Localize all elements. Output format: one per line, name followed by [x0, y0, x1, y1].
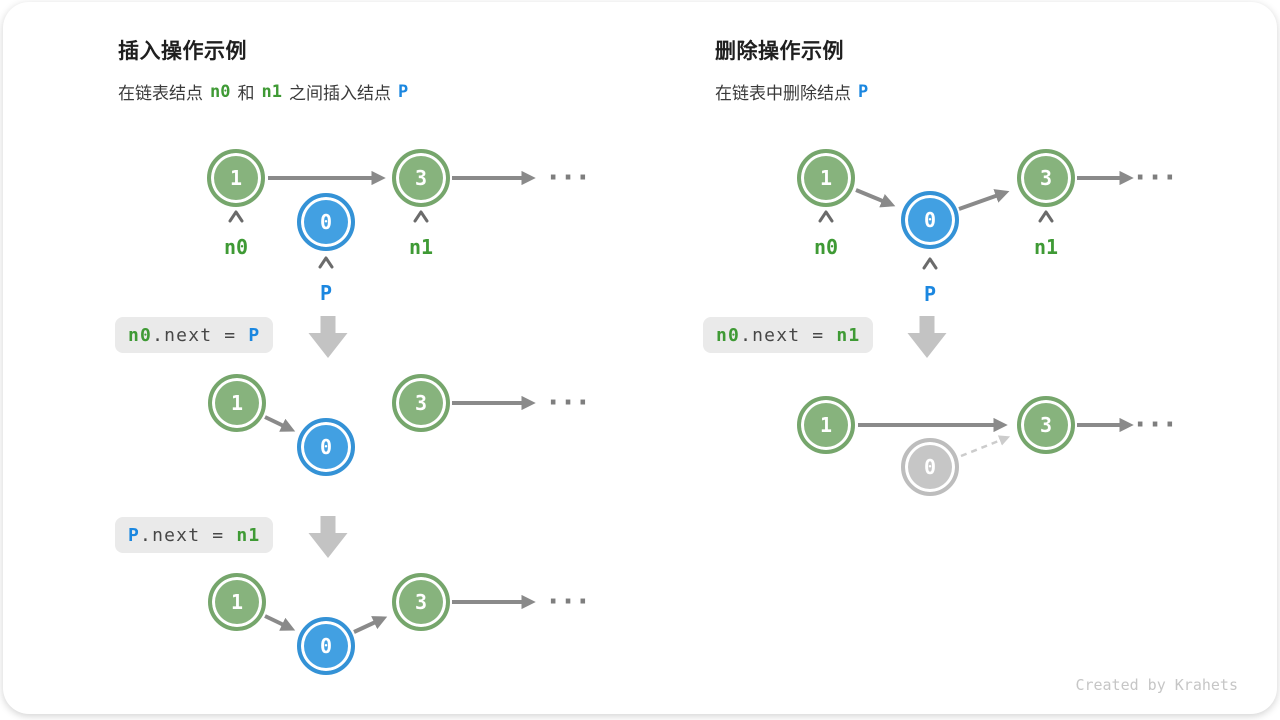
code-id: P: [248, 324, 261, 346]
list-node-1: 1: [208, 573, 266, 631]
list-node-3: 3: [1017, 396, 1075, 454]
node-value: 1: [230, 391, 244, 415]
subtitle-text: 在链表结点: [118, 84, 203, 103]
subtitle-text: 在链表中删除结点: [715, 84, 851, 103]
list-node-3: 3: [392, 573, 450, 631]
ellipsis: ...: [544, 153, 592, 187]
p-identifier: P: [397, 81, 409, 102]
n1-identifier: n1: [261, 81, 282, 102]
list-node-3: 3: [392, 149, 450, 207]
pointer-label-n0: n0: [223, 235, 249, 259]
list-node-p: 0: [297, 617, 355, 675]
node-value: 0: [923, 208, 937, 232]
code-id: n0: [716, 324, 741, 346]
delete-subtitle: 在链表中删除结点 P: [715, 79, 875, 104]
code-statement-n0-next-p: n0.next = P: [115, 317, 274, 353]
node-value: 3: [1039, 166, 1053, 190]
list-node-3: 3: [1017, 149, 1075, 207]
node-value: 1: [819, 413, 833, 437]
code-id: n1: [236, 524, 261, 546]
node-value: 0: [319, 634, 333, 658]
code-text: .next =: [152, 324, 249, 346]
node-value: 3: [414, 391, 428, 415]
pointer-label-n0: n0: [813, 235, 839, 259]
p-identifier: P: [858, 81, 869, 102]
insert-subtitle: 在链表结点 n0 和 n1 之间插入结点 P: [118, 79, 415, 104]
list-node-1: 1: [207, 149, 265, 207]
delete-section-header: 删除操作示例 在链表中删除结点 P: [715, 35, 875, 104]
code-statement-p-next-n1: P.next = n1: [115, 517, 274, 553]
ellipsis: ...: [1131, 400, 1179, 434]
node-value: 3: [414, 166, 428, 190]
diagram-card: [3, 2, 1277, 714]
pointer-label-n1: n1: [1033, 235, 1059, 259]
credit-text: Created by Krahets: [1075, 676, 1238, 694]
list-node-1: 1: [208, 374, 266, 432]
ellipsis: ...: [1131, 153, 1179, 187]
delete-title: 删除操作示例: [715, 40, 844, 63]
subtitle-text: 之间插入结点: [288, 84, 391, 103]
code-id: n0: [128, 324, 153, 346]
code-statement-n0-next-n1: n0.next = n1: [703, 317, 874, 353]
code-id: P: [128, 524, 141, 546]
list-node-p: 0: [297, 418, 355, 476]
insert-section-header: 插入操作示例 在链表结点 n0 和 n1 之间插入结点 P: [118, 35, 415, 104]
list-node-1: 1: [797, 396, 855, 454]
ellipsis: ...: [544, 577, 592, 611]
node-value: 3: [1039, 413, 1053, 437]
list-node-3: 3: [392, 374, 450, 432]
list-node-1: 1: [797, 149, 855, 207]
pointer-label-p: P: [923, 282, 937, 306]
list-node-p-removed: 0: [901, 438, 959, 496]
n0-identifier: n0: [210, 81, 231, 102]
code-id: n1: [836, 324, 861, 346]
node-value: 0: [319, 210, 333, 234]
list-node-p: 0: [297, 193, 355, 251]
pointer-label-p: P: [319, 281, 333, 305]
node-value: 0: [319, 435, 333, 459]
code-text: .next =: [140, 524, 237, 546]
subtitle-text: 和: [237, 84, 255, 103]
code-text: .next =: [740, 324, 837, 346]
insert-title: 插入操作示例: [118, 40, 247, 63]
node-value: 3: [414, 590, 428, 614]
node-value: 0: [923, 455, 937, 479]
list-node-p: 0: [901, 191, 959, 249]
pointer-label-n1: n1: [408, 235, 434, 259]
node-value: 1: [229, 166, 243, 190]
node-value: 1: [230, 590, 244, 614]
ellipsis: ...: [544, 378, 592, 412]
node-value: 1: [819, 166, 833, 190]
